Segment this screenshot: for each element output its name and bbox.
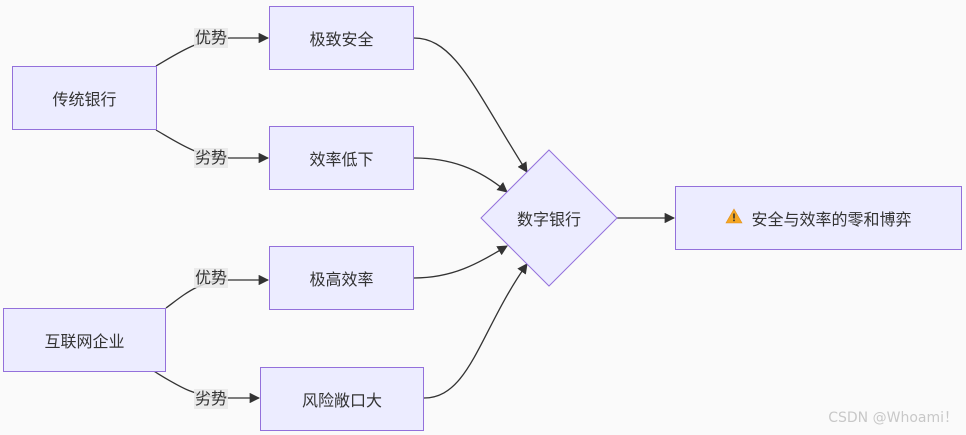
edge-label-advantage-bottom: 优势	[194, 268, 229, 288]
node-result-label: 安全与效率的零和博弈	[751, 210, 912, 229]
node-traditional-bank: 传统银行	[12, 66, 157, 130]
node-low-efficiency-label: 效率低下	[309, 150, 374, 169]
edge-label-advantage-top: 优势	[194, 28, 229, 48]
node-low-efficiency: 效率低下	[269, 126, 414, 190]
node-internet-company-label: 互联网企业	[44, 332, 125, 351]
digital-bank-diamond	[480, 149, 618, 287]
node-high-efficiency: 极高效率	[269, 246, 414, 310]
node-extreme-security: 极致安全	[269, 6, 414, 70]
edge-label-disadvantage-bottom: 劣势	[194, 389, 229, 409]
node-digital-bank: 数字银行	[481, 198, 617, 238]
warning-icon	[725, 208, 744, 228]
edge-risk-to-digital	[423, 263, 528, 399]
node-internet-company: 互联网企业	[3, 308, 166, 372]
node-risk-exposure-label: 风险敞口大	[301, 391, 382, 410]
watermark: CSDN @Whoami！	[828, 410, 958, 426]
edge-lowefficiency-to-digital	[413, 157, 508, 193]
node-traditional-bank-label: 传统银行	[52, 90, 117, 109]
node-digital-bank-label: 数字银行	[516, 210, 581, 229]
edge-security-to-digital	[413, 37, 528, 173]
node-risk-exposure: 风险敞口大	[260, 367, 424, 431]
edge-label-disadvantage-top: 劣势	[194, 148, 229, 168]
node-high-efficiency-label: 极高效率	[309, 270, 374, 289]
edge-highefficiency-to-digital	[413, 245, 508, 279]
node-extreme-security-label: 极致安全	[309, 30, 374, 49]
node-result: 安全与效率的零和博弈	[675, 186, 962, 250]
